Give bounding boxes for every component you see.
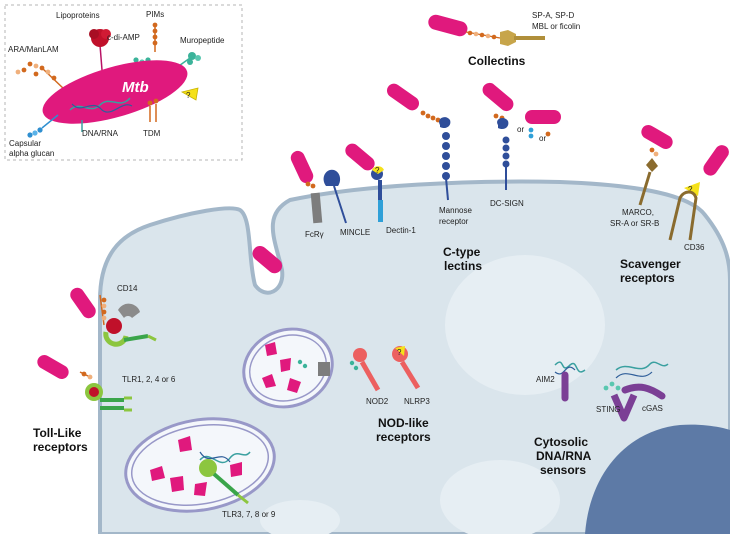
fcr-receptor: FcRγ — [290, 150, 324, 239]
collectins-line1: SP-A, SP-D — [532, 11, 574, 20]
or-label-1: or — [517, 125, 524, 134]
toll-title-1: Toll-Like — [33, 426, 82, 440]
lipoproteins-label: Lipoproteins — [56, 11, 100, 20]
nucleus — [585, 424, 730, 534]
cd14-label: CD14 — [117, 284, 138, 293]
svg-text:?: ? — [375, 166, 380, 175]
tlr-surface-receptor-1 — [103, 331, 157, 347]
ara-manlam-label: ARA/ManLAM — [8, 45, 59, 54]
dectin-label: Dectin-1 — [386, 226, 416, 235]
scavenger-title-2: receptors — [620, 271, 675, 285]
mannose-label-2: receptor — [439, 217, 469, 226]
tdm-label: TDM — [143, 129, 161, 138]
tlr-surface-label: TLR1, 2, 4 or 6 — [122, 375, 176, 384]
cytoplasm-region — [260, 500, 340, 534]
svg-text:?: ? — [186, 91, 191, 100]
tlr-endo-label: TLR3, 7, 8 or 9 — [222, 510, 276, 519]
marco-receptor: MARCO, SR-A or SR-B — [610, 125, 673, 228]
dcsign-label: DC-SIGN — [490, 199, 524, 208]
cyto-title-1: Cytosolic — [534, 435, 588, 449]
yellow-ligand-icon: ? — [180, 87, 199, 101]
sting-sensor: STING — [596, 393, 638, 422]
mincle-receptor: MINCLE — [323, 169, 370, 237]
cd36-receptor: ? CD36 — [668, 145, 729, 252]
lipoproteins-icon — [89, 29, 111, 71]
nlrp3-receptor: ? NLRP3 — [392, 346, 430, 406]
cytoplasm-region — [445, 255, 605, 395]
endosome-tlr: TLR3, 7, 8 or 9 — [124, 417, 276, 519]
marco-label-1: MARCO, — [622, 208, 654, 217]
muropeptide-label: Muropeptide — [180, 36, 225, 45]
svg-text:?: ? — [688, 185, 693, 194]
cgas-sensor: cGAS — [603, 361, 669, 413]
ara-manlam-icon — [15, 61, 66, 91]
aim2-sensor: AIM2 — [536, 361, 586, 402]
nod2-label: NOD2 — [366, 397, 389, 406]
mannose-label-1: Mannose — [439, 206, 472, 215]
pims-icon — [152, 22, 158, 52]
cyto-title-2: DNA/RNA — [536, 449, 592, 463]
transporter-icon — [318, 362, 330, 376]
mincle-label: MINCLE — [340, 228, 370, 237]
cd14-receptor: CD14 — [70, 284, 140, 334]
nod-title-2: receptors — [376, 430, 431, 444]
capsular-label: Capsular — [9, 139, 41, 148]
c-di-amp-label: c-di-AMP — [107, 33, 140, 42]
cgas-label: cGAS — [642, 404, 663, 413]
aim2-label: AIM2 — [536, 375, 555, 384]
capsular-alpha-glucan-icon — [27, 114, 59, 138]
collectin-head-icon — [500, 30, 516, 46]
dectin-1-receptor: ? Dectin-1 — [345, 143, 416, 235]
ctype-title-2: lectins — [444, 259, 482, 273]
dna-rna-label: DNA/RNA — [82, 129, 119, 138]
pims-label: PIMs — [146, 10, 164, 19]
phagosome-nod — [242, 327, 334, 409]
collectins-title: Collectins — [468, 54, 526, 68]
dc-sign-receptor: or or DC-SIGN — [482, 82, 561, 208]
tdm-icon — [147, 98, 159, 122]
ctype-title-1: C-type — [443, 245, 481, 259]
or-label-2: or — [539, 134, 546, 143]
fcr-label: FcRγ — [305, 230, 324, 239]
cytoplasm-region — [440, 460, 560, 534]
scavenger-title-1: Scavenger — [620, 257, 681, 271]
cyto-title-3: sensors — [540, 463, 586, 477]
cd36-label: CD36 — [684, 243, 705, 252]
marco-label-2: SR-A or SR-B — [610, 219, 659, 228]
svg-text:?: ? — [397, 348, 402, 357]
nod2-receptor: NOD2 — [349, 348, 389, 406]
mtb-label: Mtb — [122, 79, 149, 96]
collectins-line2: MBL or ficolin — [532, 22, 580, 31]
toll-title-2: receptors — [33, 440, 88, 454]
sting-label: STING — [596, 405, 620, 414]
mtb-inset: Mtb ? Lipoproteins ARA/ManLAM c-di-AMP P… — [4, 4, 243, 161]
phagocytosed-bacterium — [252, 246, 283, 274]
nod-title-1: NOD-like — [378, 416, 429, 430]
nlrp3-label: NLRP3 — [404, 397, 430, 406]
collectins-group: SP-A, SP-D MBL or ficolin Collectins — [428, 11, 580, 68]
alpha-glucan-label: alpha glucan — [9, 149, 54, 158]
mannose-receptor: Mannose receptor — [386, 83, 472, 226]
tlr-surface-receptor-2: TLR1, 2, 4 or 6 — [37, 355, 176, 412]
